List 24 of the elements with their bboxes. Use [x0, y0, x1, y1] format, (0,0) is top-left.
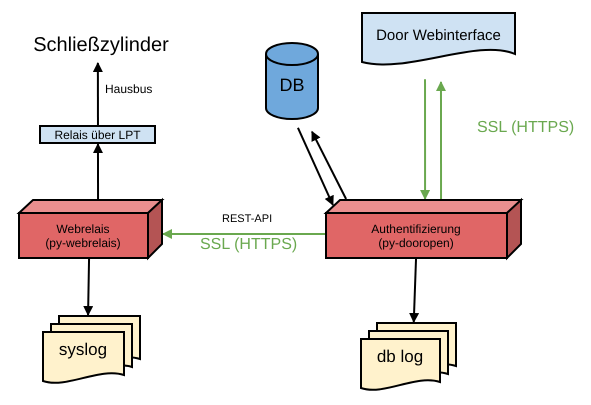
arrow: [436, 81, 446, 199]
arrow: [162, 228, 325, 239]
multi-document-shape: [360, 322, 456, 392]
process-box: [39, 125, 156, 144]
arrow: [92, 62, 103, 125]
protocol-label: SSL (HTTPS): [200, 236, 298, 254]
arrow: [420, 79, 430, 200]
node-label: Relais über LPT: [54, 128, 141, 142]
arrow: [92, 143, 103, 199]
multi-document-shape: [42, 315, 140, 385]
node-label: syslog: [58, 340, 108, 360]
arrow: [409, 258, 420, 323]
node-label: db log: [376, 347, 424, 367]
arrow: [297, 127, 334, 206]
document-shape: [361, 12, 516, 68]
arrow: [311, 130, 347, 200]
node-label: Schließzylinder: [33, 34, 169, 56]
node-label: DB: [279, 74, 304, 96]
edge-label: REST-API: [222, 213, 272, 225]
edge-label: Hausbus: [105, 82, 152, 96]
arrow: [83, 258, 94, 316]
node-label: Door Webinterface: [376, 26, 501, 44]
protocol-label: SSL (HTTPS): [477, 119, 574, 137]
database-cylinder: [265, 42, 319, 120]
